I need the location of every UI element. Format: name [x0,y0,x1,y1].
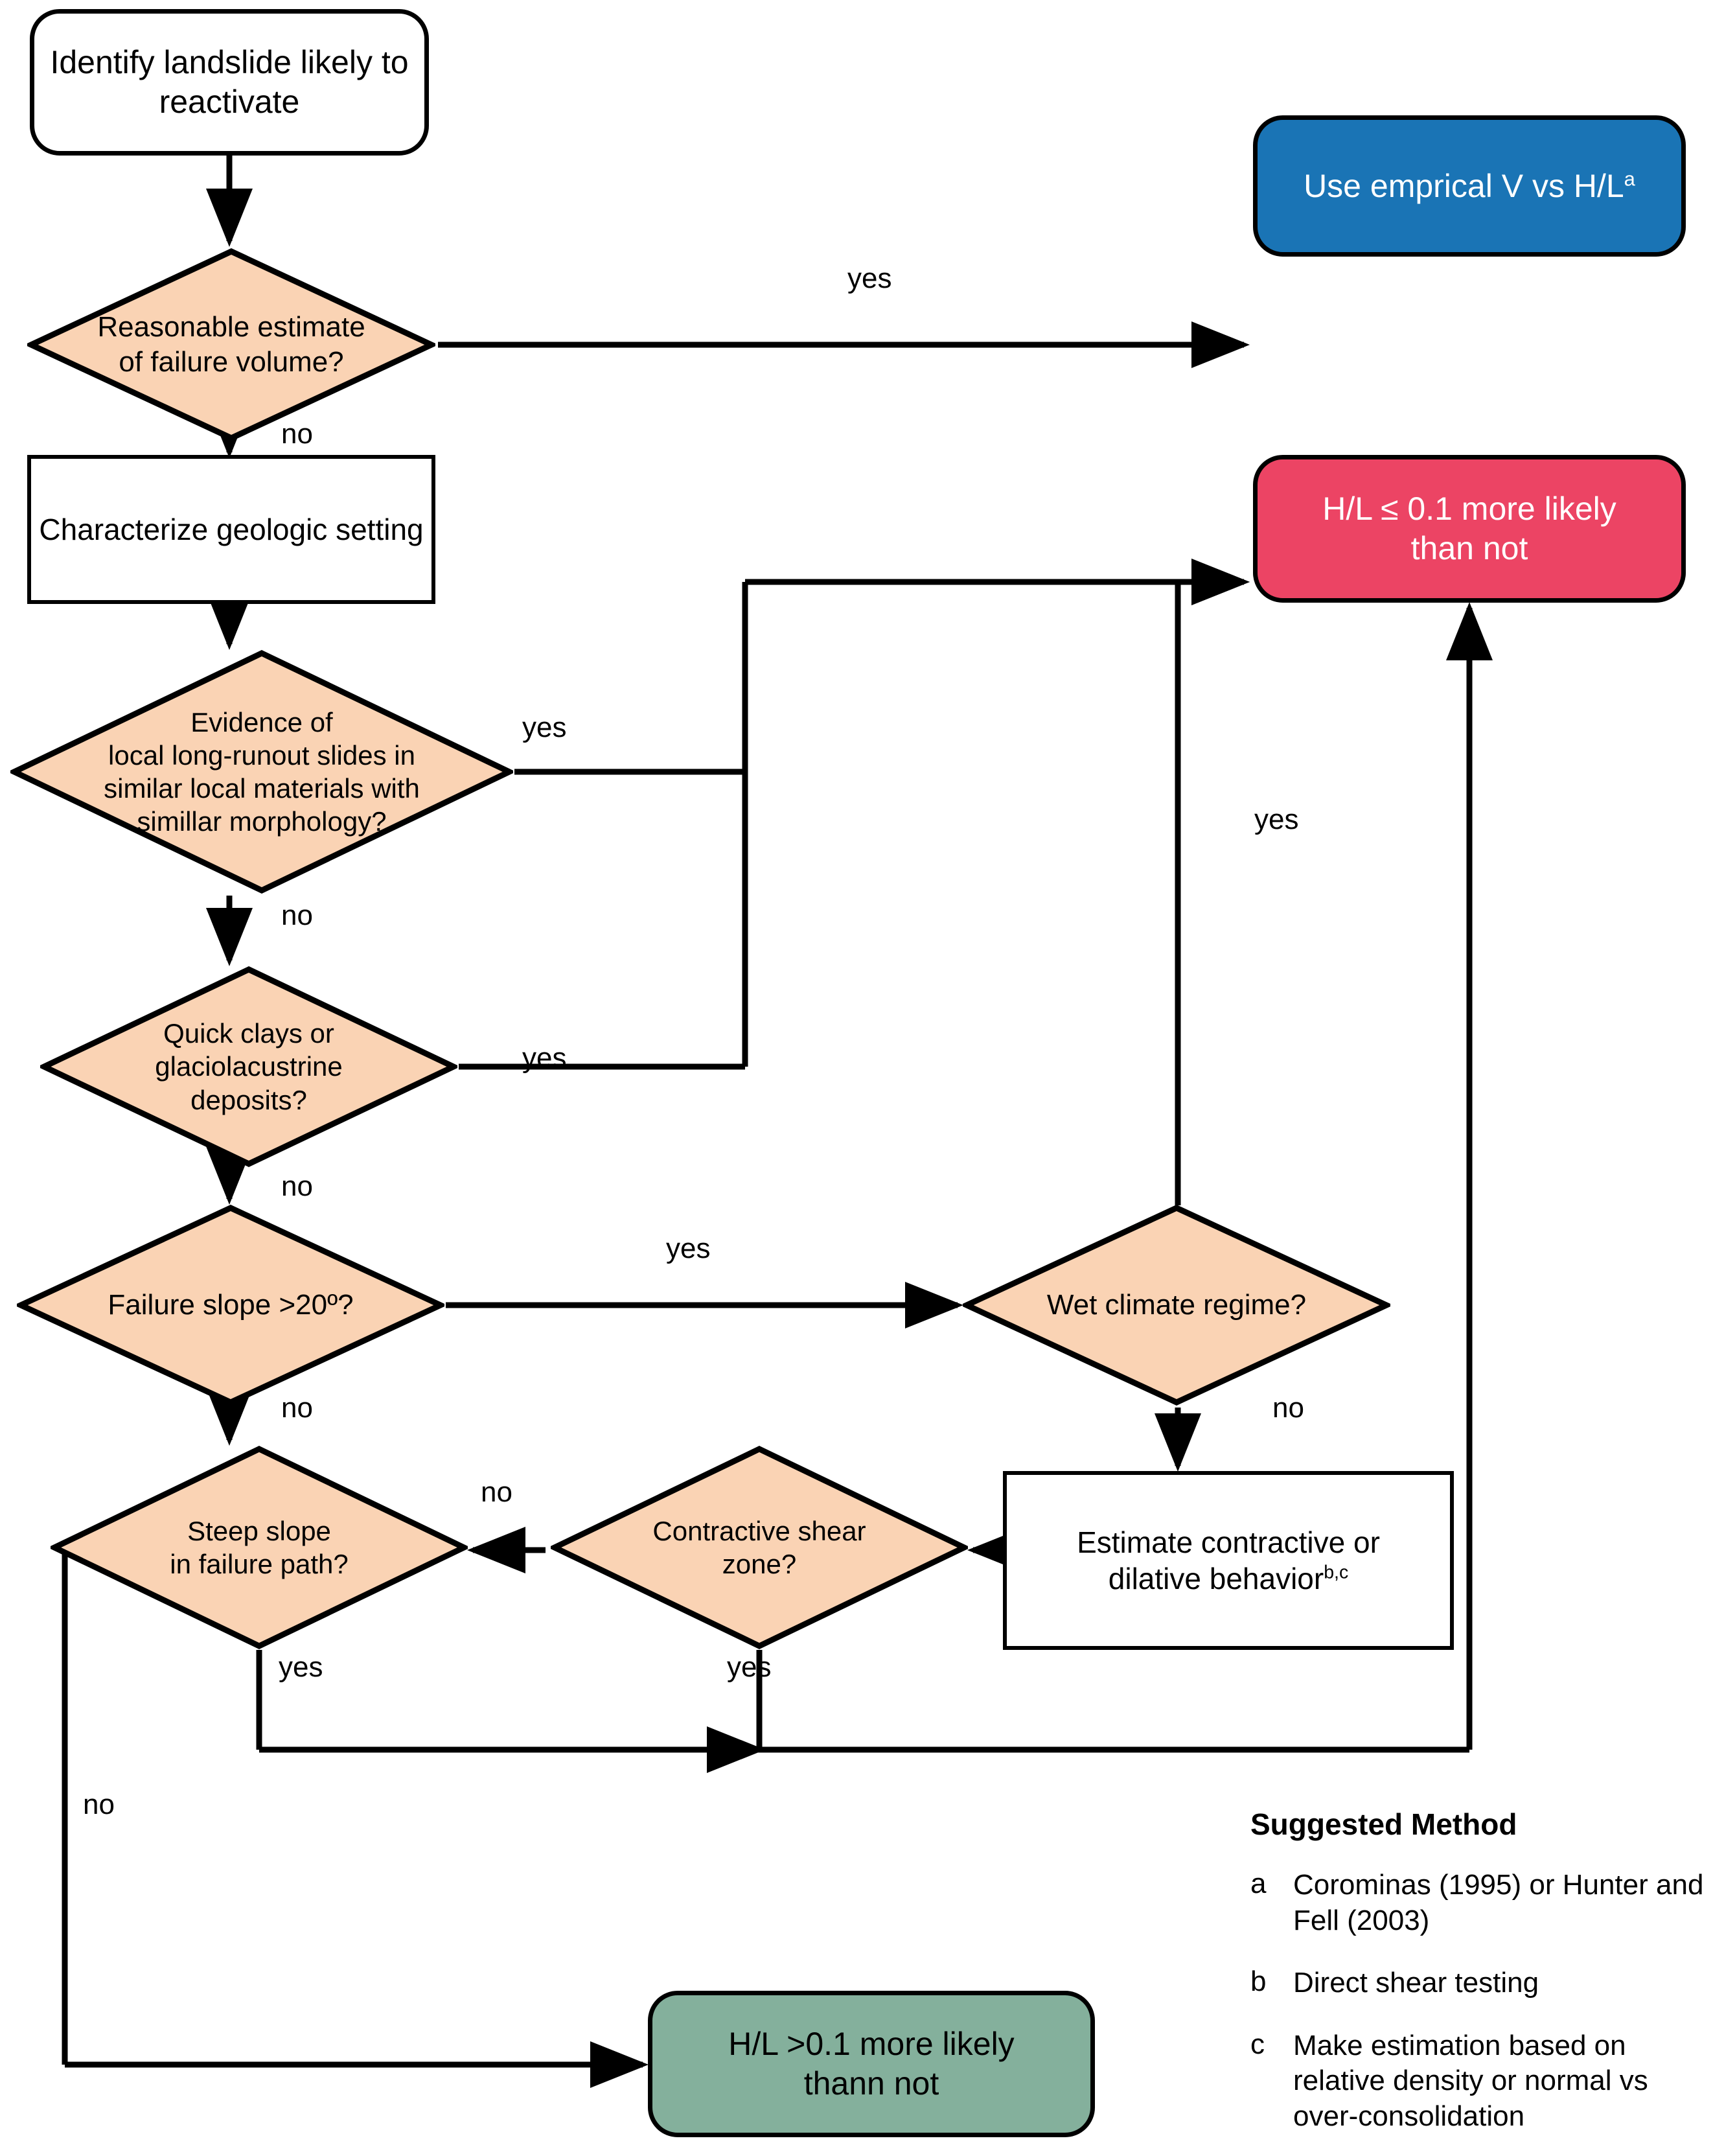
edge-label-steep-yes: yes [279,1651,323,1683]
out-low-line2: than not [1410,530,1528,566]
edge-label-slope-yes: yes [666,1233,711,1264]
out-high-line2: thann not [803,2065,939,2102]
q-steep-line2: in failure path? [170,1549,349,1579]
q-evidence-line3: similar local materials with [104,773,420,804]
estimate-line1: Estimate contractive or [1077,1525,1380,1559]
node-q-slope20[interactable]: Failure slope >20º? [17,1204,444,1406]
diamond-shape [963,1205,1390,1406]
q-wet-text: Wet climate regime? [1046,1289,1307,1321]
legend-item-b: b Direct shear testing [1250,1965,1704,2001]
edge-label-clays-yes: yes [522,1042,567,1074]
q-volume-line1: Reasonable estimate [97,311,365,343]
start-line2: reactivate [159,84,300,120]
out-low-line1: H/L ≤ 0.1 more likely [1322,491,1616,527]
start-line1: Identify landslide likely to [50,44,409,80]
node-estimate[interactable]: Estimate contractive or dilative behavio… [1003,1471,1454,1650]
geology-text: Characterize geologic setting [39,512,424,546]
node-q-wet[interactable]: Wet climate regime? [963,1204,1390,1406]
legend-key-b: b [1250,1965,1267,1998]
legend-text-c: Make estimation based on relative densit… [1293,2029,1648,2132]
q-steep-line1: Steep slope [187,1515,331,1546]
node-empirical[interactable]: Use emprical V vs H/La [1253,115,1686,257]
edge-label-contract-no: no [481,1476,512,1508]
q-slope20-text: Failure slope >20º? [108,1289,354,1321]
edge-label-wet-yes: yes [1254,804,1299,835]
node-out-high[interactable]: H/L >0.1 more likely thann not [648,1991,1095,2137]
edge-label-evidence-yes: yes [522,712,567,743]
q-contract-line1: Contractive shear [652,1515,866,1546]
legend-item-a: a Corominas (1995) or Hunter and Fell (2… [1250,1868,1704,1938]
q-evidence-line2: local long-runout slides in [108,739,415,771]
node-q-clays[interactable]: Quick clays or glaciolacustrine deposits… [40,966,457,1168]
legend-key-c: c [1250,2028,1265,2060]
edge-label-slope-no: no [281,1392,313,1424]
edge-label-volume-yes: yes [847,262,892,294]
legend-item-c: c Make estimation based on relative dens… [1250,2028,1704,2135]
edge-label-volume-no: no [281,418,313,450]
q-clays-line1: Quick clays or [163,1018,334,1049]
node-start[interactable]: Identify landslide likely to reactivate [30,9,429,156]
diamond-shape [40,966,457,1167]
node-q-evidence[interactable]: Evidence of local long-runout slides in … [10,649,513,894]
diamond-shape [51,1446,468,1649]
q-clays-line2: glaciolacustrine [155,1051,343,1082]
edge-label-evidence-no: no [281,899,313,931]
diamond-shape [27,248,435,441]
node-q-volume[interactable]: Reasonable estimate of failure volume? [27,248,435,442]
diamond-shape [17,1205,444,1406]
q-evidence-line1: Evidence of [190,706,333,737]
diamond-shape [551,1446,968,1649]
edge-label-steep-no: no [83,1789,115,1820]
legend-text-b: Direct shear testing [1293,1967,1539,1999]
legend-key-a: a [1250,1868,1267,1899]
legend-suggested-method: Suggested Method a Corominas (1995) or H… [1250,1807,1704,2156]
empirical-text: Use emprical V vs H/L [1304,167,1624,204]
node-q-steep[interactable]: Steep slope in failure path? [51,1445,468,1650]
node-geology[interactable]: Characterize geologic setting [27,455,435,604]
q-clays-line3: deposits? [190,1084,307,1115]
edge-label-contract-yes: yes [727,1651,772,1683]
edge-label-wet-no: no [1272,1392,1304,1424]
empirical-superscript: a [1624,167,1635,190]
legend-text-a: Corominas (1995) or Hunter and Fell (200… [1293,1869,1704,1936]
out-high-line1: H/L >0.1 more likely [728,2026,1015,2062]
estimate-line2: dilative behavior [1108,1562,1324,1595]
node-out-low[interactable]: H/L ≤ 0.1 more likely than not [1253,455,1686,603]
legend-title: Suggested Method [1250,1807,1517,1841]
q-contract-line2: zone? [722,1549,797,1579]
node-q-contract[interactable]: Contractive shear zone? [551,1445,968,1650]
q-volume-line2: of failure volume? [119,346,344,378]
estimate-superscript: b,c [1324,1562,1349,1583]
edge-label-clays-no: no [281,1170,313,1202]
diamond-shape [10,650,513,894]
q-evidence-line4: simillar morphology? [137,806,387,837]
